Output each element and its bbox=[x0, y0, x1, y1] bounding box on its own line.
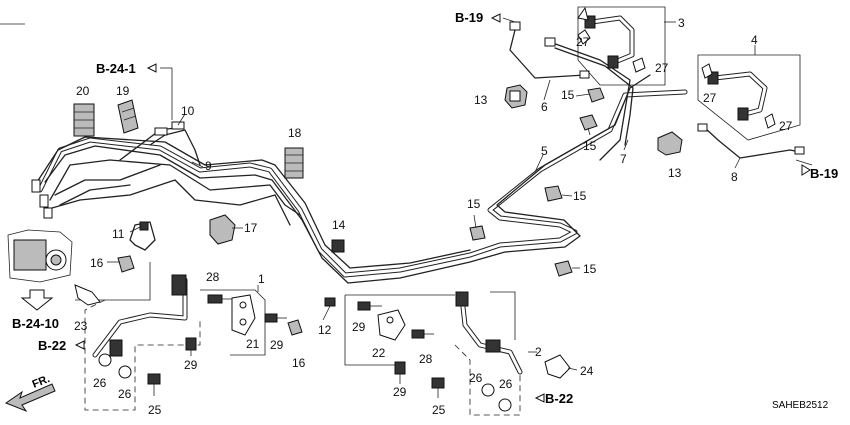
part-label: 29 bbox=[270, 338, 284, 352]
part-label: 25 bbox=[148, 403, 162, 417]
bolt-28-right bbox=[411, 329, 434, 339]
part-label: 27 bbox=[703, 91, 717, 105]
ref-b24-10[interactable]: B-24-10 bbox=[12, 316, 59, 331]
part-label: 27 bbox=[655, 61, 669, 75]
part-label: 17 bbox=[244, 221, 258, 235]
part-label: 15 bbox=[467, 197, 481, 211]
grommet-13-right bbox=[657, 131, 683, 156]
brake-hose-4 bbox=[697, 54, 801, 141]
clip-27-group bbox=[577, 29, 776, 129]
part-label: 6 bbox=[541, 100, 548, 114]
bolt-12 bbox=[324, 297, 336, 307]
section-references: B-19 B-19 B-24-1 B-24-10 B-22 B-22 bbox=[12, 10, 838, 406]
part-label: 1 bbox=[258, 272, 265, 286]
brake-hose-3 bbox=[577, 6, 666, 86]
part-label: 24 bbox=[580, 364, 594, 378]
leader-lines bbox=[0, 17, 813, 371]
bolt-29-left-lower bbox=[185, 337, 197, 356]
diagram-code: SAHEB2512 bbox=[772, 400, 829, 411]
part-label: 26 bbox=[93, 376, 107, 390]
part-label: 16 bbox=[90, 256, 104, 270]
part-label: 10 bbox=[181, 104, 195, 118]
ref-b22-left[interactable]: B-22 bbox=[38, 338, 66, 353]
abs-modulator-unit bbox=[7, 229, 73, 283]
clamp-20 bbox=[73, 103, 95, 137]
arrow-right-icon bbox=[146, 63, 157, 73]
part-label: 7 bbox=[620, 152, 627, 166]
ref-b19-top[interactable]: B-19 bbox=[455, 10, 483, 25]
ref-b19-right[interactable]: B-19 bbox=[810, 166, 838, 181]
arrow-left-icon bbox=[534, 393, 545, 403]
arrow-right-icon bbox=[74, 340, 85, 350]
brake-hose-1-assembly bbox=[200, 289, 266, 356]
part-label: 22 bbox=[372, 346, 386, 360]
part-label: 3 bbox=[678, 16, 685, 30]
part-label: 28 bbox=[206, 270, 220, 284]
part-label: 11 bbox=[112, 227, 125, 241]
ref-b22-right[interactable]: B-22 bbox=[545, 391, 573, 406]
grommet-13-top bbox=[504, 84, 528, 109]
part-label: 5 bbox=[541, 144, 548, 158]
part-label: 15 bbox=[583, 139, 597, 153]
clamp-19 bbox=[117, 99, 139, 134]
part-label: 29 bbox=[184, 358, 198, 372]
main-brake-line-bundle bbox=[34, 74, 688, 284]
part-label: 20 bbox=[76, 84, 90, 98]
part-label: 26 bbox=[469, 371, 483, 385]
arrow-right-icon bbox=[801, 164, 811, 176]
clamp-15-group bbox=[469, 87, 605, 277]
ref-b24-1[interactable]: B-24-1 bbox=[96, 61, 136, 76]
part-label: 27 bbox=[576, 35, 590, 49]
brake-pipe-6 bbox=[509, 21, 590, 79]
part-label: 13 bbox=[668, 166, 682, 180]
part-number-labels: 1 2 3 4 5 6 7 8 9 10 11 12 13 13 14 15 1… bbox=[74, 16, 793, 417]
part-label: 21 bbox=[246, 337, 260, 351]
part-label: 19 bbox=[116, 84, 130, 98]
clamp-18 bbox=[284, 147, 304, 179]
clip-11 bbox=[139, 221, 149, 231]
part-label: 29 bbox=[352, 320, 366, 334]
part-label: 9 bbox=[205, 159, 212, 173]
bolt-28-left bbox=[207, 294, 232, 304]
clamp-17 bbox=[209, 214, 236, 245]
pipe-flare-nuts-left bbox=[31, 121, 185, 219]
left-lower-assembly bbox=[74, 262, 201, 411]
part-label: 12 bbox=[318, 323, 332, 337]
bolt-29-left bbox=[264, 313, 287, 323]
part-label: 27 bbox=[779, 119, 793, 133]
right-lower-assembly bbox=[344, 291, 571, 416]
bolt-29-right bbox=[357, 301, 382, 311]
bolt-25-right bbox=[431, 377, 445, 398]
part-label: 26 bbox=[118, 387, 132, 401]
part-label: 15 bbox=[583, 262, 597, 276]
arrow-right-icon bbox=[490, 13, 501, 23]
part-label: 28 bbox=[419, 352, 433, 366]
part-label: 2 bbox=[535, 345, 542, 359]
part-label: 26 bbox=[499, 377, 513, 391]
clip-16-left bbox=[117, 255, 135, 273]
front-direction-arrow: FR. bbox=[4, 373, 56, 413]
part-label: 29 bbox=[393, 385, 407, 399]
arrow-down-icon bbox=[20, 289, 54, 311]
part-label: 4 bbox=[751, 33, 758, 47]
part-label: 18 bbox=[288, 126, 302, 140]
part-label: 8 bbox=[731, 170, 738, 184]
part-label: 14 bbox=[332, 218, 346, 232]
clip-16-right bbox=[287, 319, 303, 336]
part-label: 15 bbox=[573, 189, 587, 203]
clamp-14 bbox=[331, 239, 345, 253]
part-label: 25 bbox=[432, 403, 446, 417]
part-label: 16 bbox=[292, 356, 306, 370]
brake-pipe-7 bbox=[544, 37, 634, 161]
part-label: 13 bbox=[474, 93, 488, 107]
bolt-25-left bbox=[147, 373, 161, 396]
bolt-29-right-lower bbox=[394, 361, 406, 384]
part-label: 15 bbox=[561, 88, 575, 102]
part-label: 23 bbox=[74, 319, 88, 333]
